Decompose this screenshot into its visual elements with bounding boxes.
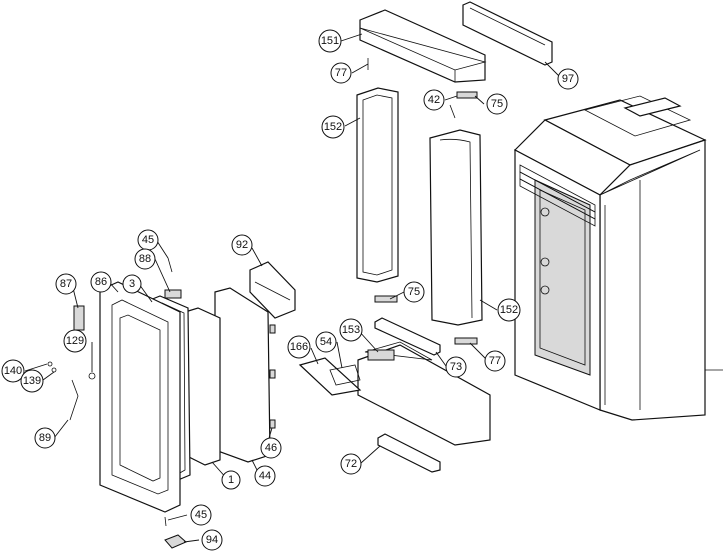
callout-73: 73 [445,356,467,378]
svg-text:153: 153 [342,324,360,336]
svg-text:139: 139 [23,375,41,387]
bottom-panel-153 [298,341,491,446]
hinge-parts [164,257,187,549]
svg-text:152: 152 [500,304,518,316]
svg-text:75: 75 [491,98,503,110]
callout-3: 3 [122,274,142,294]
callout-151: 151 [318,29,342,53]
glass-1 [184,307,221,466]
callout-77: 77 [484,350,506,372]
callout-152: 152 [497,298,521,322]
svg-text:44: 44 [259,470,271,482]
side-panel-152-right [429,129,483,326]
svg-text:73: 73 [450,361,462,373]
svg-text:42: 42 [428,94,440,106]
svg-text:166: 166 [290,341,308,353]
svg-text:94: 94 [206,534,218,546]
svg-text:45: 45 [142,234,154,246]
svg-text:3: 3 [129,278,135,290]
callout-42: 42 [423,89,445,111]
glass-panel-44 [214,287,276,463]
callout-94: 94 [201,529,223,551]
svg-text:1: 1 [228,474,234,486]
rail-73 [374,317,441,356]
callout-153: 153 [339,318,363,342]
callout-75: 75 [486,93,508,115]
svg-text:92: 92 [236,239,248,251]
svg-text:89: 89 [39,432,51,444]
callout-87: 87 [55,273,77,295]
svg-text:86: 86 [95,276,107,288]
callout-92: 92 [231,234,253,256]
callout-129: 129 [63,329,87,353]
svg-text:77: 77 [489,355,501,367]
callout-166: 166 [287,335,311,359]
handle-parts [47,305,96,421]
callout-97: 97 [557,68,579,90]
callouts: 151 97 77 42 75 152 92 45 88 87 86 3 75 … [1,29,579,551]
callout-89: 89 [34,427,56,449]
svg-text:75: 75 [408,286,420,298]
rail-72 [377,433,441,473]
svg-text:87: 87 [60,278,72,290]
svg-text:46: 46 [265,442,277,454]
door-frame-86 [99,281,181,513]
svg-text:97: 97 [562,73,574,85]
callout-75: 75 [403,281,425,303]
svg-text:88: 88 [139,253,151,265]
svg-text:140: 140 [4,365,22,377]
bracket-92 [249,261,296,319]
callout-1: 1 [221,470,241,490]
rear-bracket-97 [462,1,553,66]
callout-77: 77 [330,62,352,84]
callout-140: 140 [1,359,25,383]
svg-text:45: 45 [195,509,207,521]
callout-139: 139 [20,369,44,393]
svg-text:129: 129 [66,335,84,347]
svg-text:72: 72 [345,458,357,470]
callout-45: 45 [137,229,159,251]
callout-45: 45 [190,504,212,526]
callout-152: 152 [321,115,345,139]
svg-text:77: 77 [335,67,347,79]
callout-46: 46 [260,437,282,459]
side-panel-152-left [356,87,399,283]
callout-88: 88 [134,248,156,270]
callout-86: 86 [90,271,112,293]
callout-54: 54 [315,331,337,353]
fixing-hardware [367,58,478,345]
top-cover-151 [359,9,487,83]
svg-text:54: 54 [320,336,332,348]
callout-72: 72 [340,453,362,475]
callout-44: 44 [254,465,276,487]
svg-text:151: 151 [321,35,339,47]
svg-text:152: 152 [324,121,342,133]
stove-body [514,95,723,421]
